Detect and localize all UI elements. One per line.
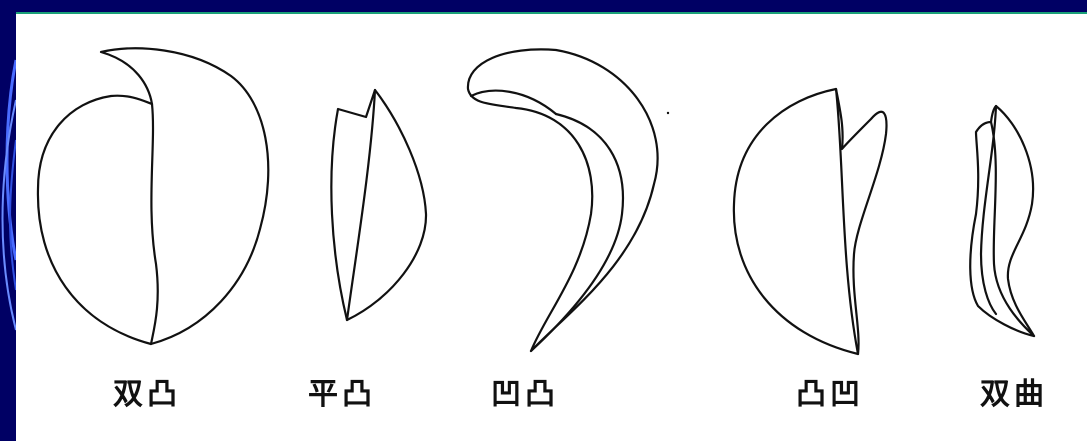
double-curved-profile: [970, 106, 1034, 336]
biconvex-profile: [38, 48, 268, 344]
slide-edge-decoration: [0, 0, 16, 441]
label-double-curved: 双曲: [980, 369, 1048, 413]
diagram-panel: 双凸 平凸 凹凸 凸凹 双曲: [16, 12, 1087, 441]
label-convexo-concave: 凸凹: [796, 369, 864, 413]
label-biconvex: 双凸: [113, 369, 181, 413]
concavo-convex-profile: [468, 49, 658, 351]
label-plano-convex: 平凸: [308, 369, 376, 413]
convexo-concave-profile: [734, 89, 887, 354]
label-concavo-convex: 凹凸: [491, 369, 559, 413]
plano-convex-profile: [331, 90, 426, 320]
